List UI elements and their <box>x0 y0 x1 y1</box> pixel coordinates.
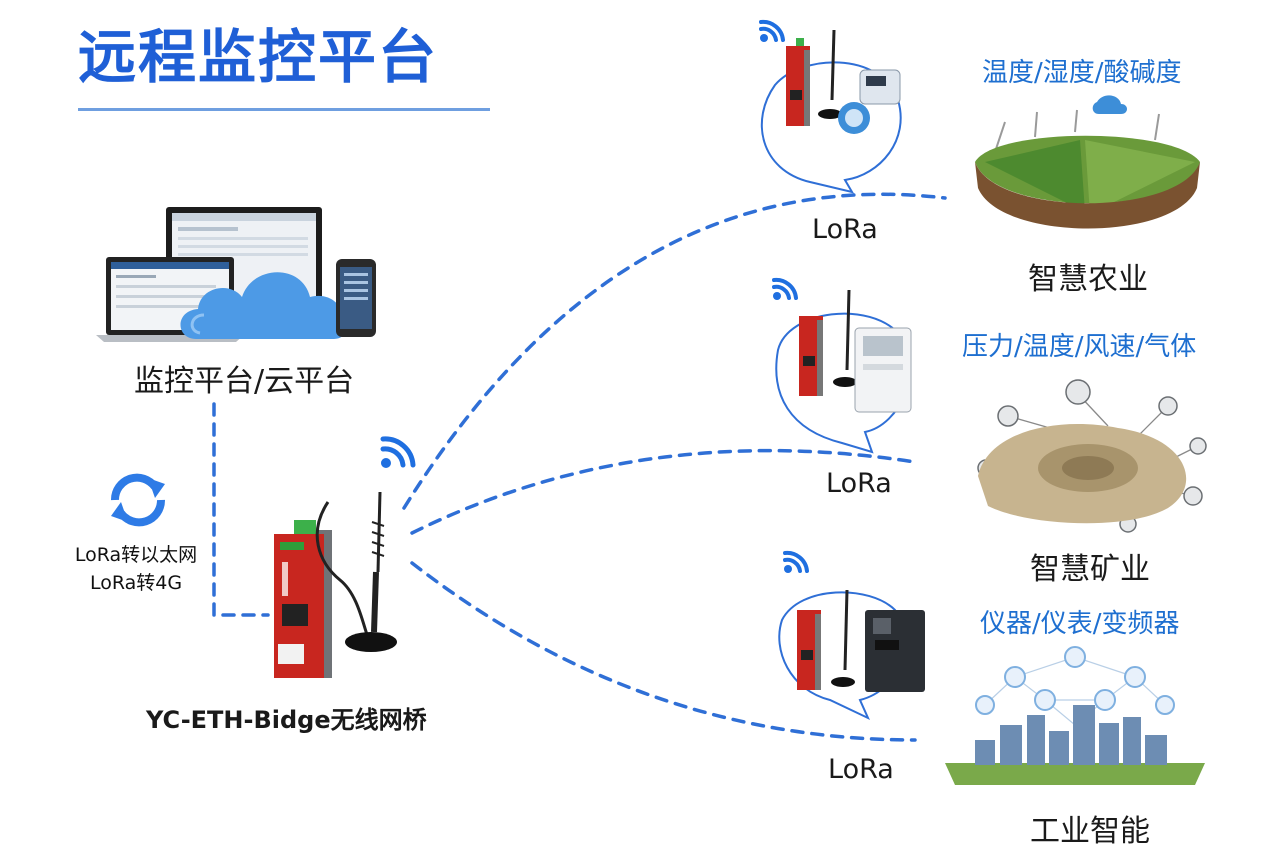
wifi-icon <box>380 436 416 468</box>
scenario-params-2: 压力/温度/风速/气体 <box>962 332 1197 362</box>
conversion-line-1: LoRa转以太网 <box>74 544 198 566</box>
link-bridge-mining <box>410 448 917 535</box>
water-meter-icon <box>838 69 901 134</box>
wifi-icon <box>772 277 798 300</box>
platform-illustration <box>96 207 376 342</box>
speech-bubble-1 <box>760 61 902 194</box>
link-bridge-industry <box>410 561 917 742</box>
scenario-params-3: 仪器/仪表/变频器 <box>980 609 1180 639</box>
page-title: 远程监控平台 <box>78 23 439 91</box>
link-bridge-agriculture <box>402 192 947 510</box>
lora-label-3: LoRa <box>828 754 894 785</box>
scenario-params-1: 温度/湿度/酸碱度 <box>982 58 1182 88</box>
lora-label-2: LoRa <box>826 468 892 499</box>
scenario-name-1: 智慧农业 <box>1028 262 1148 297</box>
lora-label-1: LoRa <box>812 214 878 245</box>
refresh-icon <box>110 473 166 527</box>
bridge-label: YC-ETH-Bidge无线网桥 <box>146 706 427 734</box>
scenario-name-2: 智慧矿业 <box>1030 552 1150 587</box>
phone-icon <box>336 259 376 337</box>
conversion-line-2: LoRa转4G <box>89 572 183 594</box>
conversion-text: LoRa转以太网 LoRa转4G <box>56 541 216 597</box>
antenna-icon <box>315 492 397 652</box>
platform-label: 监控平台/云平台 <box>134 364 355 399</box>
title-underline <box>78 108 490 111</box>
power-meter-icon <box>854 327 912 413</box>
device-node-3 <box>797 590 925 692</box>
wifi-icon <box>783 550 809 573</box>
wifi-icon <box>759 19 785 42</box>
mining-illustration <box>977 379 1207 533</box>
device-node-1 <box>786 30 901 134</box>
agriculture-illustration <box>975 95 1200 229</box>
industry-illustration <box>945 646 1205 785</box>
scenario-name-3: 工业智能 <box>1030 814 1150 849</box>
inverter-icon <box>865 610 925 692</box>
bridge-device <box>274 492 397 678</box>
cloud-icon <box>180 272 345 339</box>
device-node-2 <box>799 290 912 413</box>
link-platform-bridge <box>212 402 270 617</box>
